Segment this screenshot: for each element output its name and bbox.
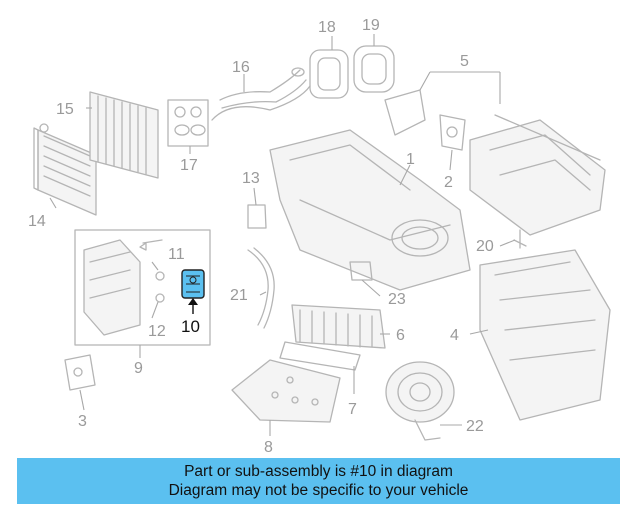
callout-4: 4 xyxy=(450,327,459,344)
callout-14: 14 xyxy=(28,213,46,230)
callout-8: 8 xyxy=(264,439,273,456)
part-2-actuator xyxy=(439,114,466,151)
part-1-housing xyxy=(269,129,471,291)
part-18-seal xyxy=(309,49,349,99)
callout-17: 17 xyxy=(180,157,198,174)
part-7-bracket xyxy=(279,341,361,371)
callout-2: 2 xyxy=(444,174,453,191)
callout-16: 16 xyxy=(232,59,250,76)
part-9-group xyxy=(74,229,211,346)
callout-15: 15 xyxy=(56,101,74,118)
part-6-filter xyxy=(291,304,386,349)
part-15-evaporator xyxy=(89,91,159,179)
callout-23: 23 xyxy=(388,291,406,308)
part-14-heater-core xyxy=(33,123,97,216)
part-5-actuators xyxy=(384,89,606,236)
part-8-tray xyxy=(231,359,341,423)
part-17-fittings xyxy=(167,99,209,147)
callout-19: 19 xyxy=(362,17,380,34)
part-3-bracket xyxy=(64,354,96,391)
callout-9: 9 xyxy=(134,360,143,377)
part-10-expansion-valve xyxy=(181,269,205,299)
callout-13: 13 xyxy=(242,170,260,187)
banner-line-1: Part or sub-assembly is #10 in diagram xyxy=(184,463,453,480)
part-19-seal xyxy=(353,45,395,93)
part-21-hose xyxy=(247,247,275,329)
part-20-screw xyxy=(513,229,527,249)
callout-22: 22 xyxy=(466,418,484,435)
callout-18: 18 xyxy=(318,19,336,36)
callout-7: 7 xyxy=(348,401,357,418)
callout-11: 11 xyxy=(168,246,185,263)
parts-diagram: 18 19 16 5 15 17 1 2 13 14 20 11 21 23 1… xyxy=(28,17,611,456)
leader-lines xyxy=(49,34,516,436)
callout-3: 3 xyxy=(78,413,87,430)
callout-10: 10 xyxy=(181,317,200,336)
callout-1: 1 xyxy=(406,151,415,168)
callout-6: 6 xyxy=(396,327,405,344)
callout-21: 21 xyxy=(230,287,248,304)
banner-line-2: Diagram may not be specific to your vehi… xyxy=(168,482,469,499)
callout-12: 12 xyxy=(148,323,166,340)
info-banner: Part or sub-assembly is #10 in diagram D… xyxy=(17,458,620,504)
callout-5: 5 xyxy=(460,53,469,70)
part-23-resistor xyxy=(349,261,373,281)
part-4-housing xyxy=(479,249,611,421)
callout-20: 20 xyxy=(476,238,494,255)
part-16-hoses xyxy=(211,67,311,121)
part-13-sensor xyxy=(247,204,267,229)
part-22-blower xyxy=(385,361,455,441)
